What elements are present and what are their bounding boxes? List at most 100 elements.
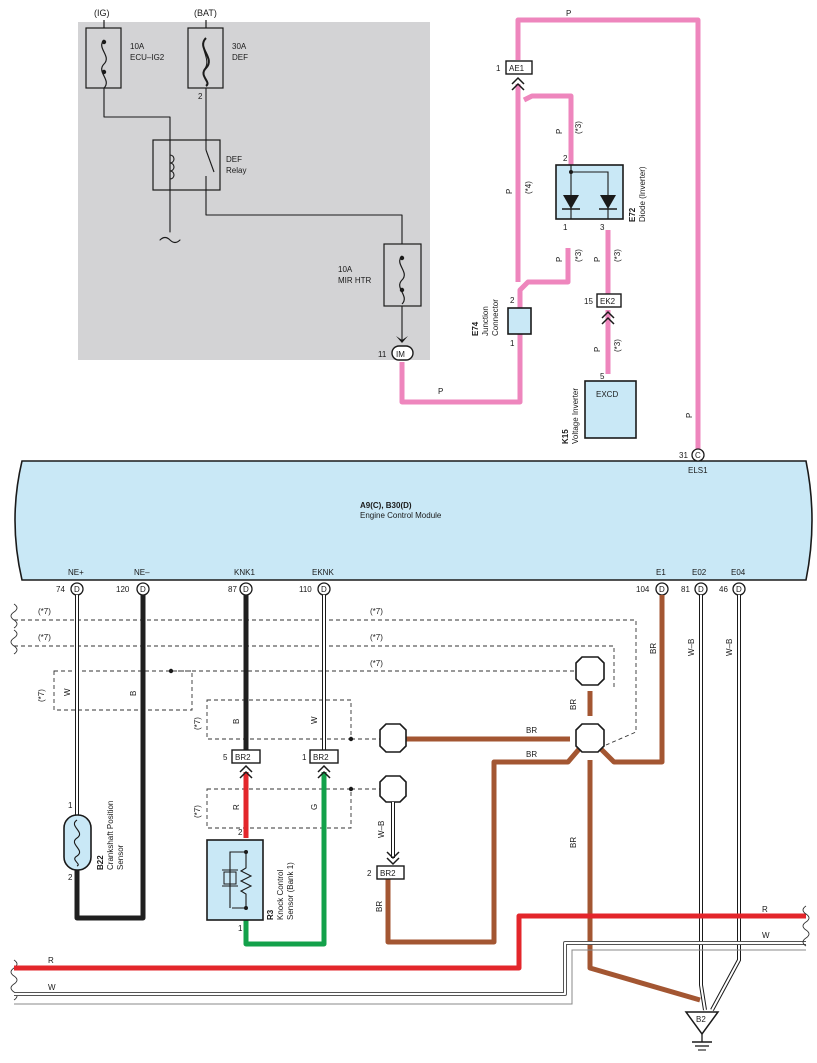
b-label-ne: B bbox=[129, 691, 138, 696]
svg-text:ELS1: ELS1 bbox=[688, 466, 708, 475]
svg-text:2: 2 bbox=[68, 873, 73, 882]
br2-connector-knk: BR2 5 bbox=[223, 749, 261, 779]
svg-text:D: D bbox=[736, 585, 742, 594]
splice-points bbox=[379, 656, 605, 803]
p-label-right: P bbox=[685, 413, 694, 418]
svg-text:81: 81 bbox=[681, 585, 690, 594]
diode-pin-right: 3 bbox=[600, 223, 605, 232]
eknk-wire-green bbox=[243, 772, 327, 947]
note-7-d: (*7) bbox=[370, 633, 383, 642]
svg-text:B22: B22 bbox=[96, 855, 105, 870]
svg-text:BR2: BR2 bbox=[380, 869, 396, 878]
svg-text:E04: E04 bbox=[731, 568, 746, 577]
svg-text:D: D bbox=[698, 585, 704, 594]
im-label: IM bbox=[396, 350, 405, 359]
svg-text:C: C bbox=[695, 451, 701, 460]
ground-b2: B2 bbox=[684, 1011, 720, 1051]
ne-minus-wire bbox=[74, 595, 146, 921]
svg-text:Knock Control: Knock Control bbox=[276, 870, 285, 920]
pink-wires bbox=[399, 17, 701, 450]
diode-name: Diode (Inverter) bbox=[638, 166, 647, 222]
svg-text:R3: R3 bbox=[266, 909, 275, 920]
r-label-left: R bbox=[48, 956, 54, 965]
note-7-e: (*7) bbox=[370, 659, 383, 668]
br-label-e1: BR bbox=[649, 643, 658, 654]
diode-pin-top: 2 bbox=[563, 154, 568, 163]
ecm-subtitle: Engine Control Module bbox=[360, 511, 442, 520]
b-label-knk: B bbox=[232, 719, 241, 724]
note-7-g: (*7) bbox=[193, 717, 202, 730]
br-label-v2: BR bbox=[569, 837, 578, 848]
wb-label-e02: W–B bbox=[687, 639, 696, 656]
diode-pin-left: 1 bbox=[563, 223, 568, 232]
fuse-def-rating: 30A bbox=[232, 42, 247, 51]
svg-text:D: D bbox=[659, 585, 665, 594]
ae1-connector: AE1 1 bbox=[496, 60, 533, 91]
svg-text:D: D bbox=[243, 585, 249, 594]
note-4: (*4) bbox=[524, 181, 533, 194]
def-relay: DEF Relay bbox=[152, 139, 246, 191]
ek2-label: EK2 bbox=[600, 297, 616, 306]
svg-text:5: 5 bbox=[223, 753, 228, 762]
note-3-ek2: (*3) bbox=[613, 339, 622, 352]
engine-control-module: A9(C), B30(D) Engine Control Module bbox=[14, 460, 813, 581]
ig-label: (IG) bbox=[94, 8, 110, 18]
ground-tilde bbox=[159, 236, 181, 244]
white-bus-lower bbox=[14, 949, 806, 1005]
svg-text:110: 110 bbox=[299, 585, 312, 594]
svg-text:Crankshaft Position: Crankshaft Position bbox=[106, 801, 115, 870]
ae1-pin: 1 bbox=[496, 64, 501, 73]
r-label-right: R bbox=[762, 905, 768, 914]
knock-sensor-r3: 2 1 R3 Knock Control Sensor (Bank 1) bbox=[206, 828, 295, 933]
g-label-eknk: G bbox=[310, 804, 319, 810]
svg-text:74: 74 bbox=[56, 585, 65, 594]
fuse-mir-name: MIR HTR bbox=[338, 276, 372, 285]
ae1-label: AE1 bbox=[509, 64, 525, 73]
crankshaft-sensor-b22: 1 2 B22 Crankshaft Position Sensor bbox=[63, 801, 125, 882]
p-label-ek2: P bbox=[593, 347, 602, 352]
svg-text:46: 46 bbox=[719, 585, 728, 594]
fuse-ecu-ig2-rating: 10A bbox=[130, 42, 145, 51]
fuse-ecu-ig2-name: ECU–IG2 bbox=[130, 53, 165, 62]
p-label-d1: P bbox=[555, 129, 564, 134]
note-7-h: (*7) bbox=[193, 805, 202, 818]
relay-label-2: Relay bbox=[226, 166, 246, 175]
w-label-eknk: W bbox=[310, 716, 319, 724]
svg-text:BR2: BR2 bbox=[313, 753, 329, 762]
w-label-left: W bbox=[48, 983, 56, 992]
ek2-pin: 15 bbox=[584, 297, 593, 306]
inverter-pin: 5 bbox=[600, 372, 605, 381]
ecm-pin-els1: C 31 ELS1 bbox=[679, 448, 708, 475]
svg-text:2: 2 bbox=[238, 828, 243, 837]
svg-text:D: D bbox=[140, 585, 146, 594]
p-label-j: P bbox=[505, 189, 514, 194]
svg-text:E02: E02 bbox=[692, 568, 707, 577]
diode-code: E72 bbox=[628, 207, 637, 222]
ek2-connector: EK2 15 bbox=[584, 293, 622, 325]
note-3-d3: (*3) bbox=[613, 249, 622, 262]
svg-text:Sensor: Sensor bbox=[116, 844, 125, 870]
svg-text:B2: B2 bbox=[696, 1015, 706, 1024]
svg-text:120: 120 bbox=[116, 585, 130, 594]
svg-text:87: 87 bbox=[228, 585, 237, 594]
junction-e74: 2 1 E74 Junction Connector bbox=[471, 296, 532, 348]
br-label-v1: BR bbox=[569, 699, 578, 710]
inverter-terminal: EXCD bbox=[596, 390, 618, 399]
p-label-d3: P bbox=[593, 257, 602, 262]
relay-panel bbox=[78, 22, 430, 360]
svg-text:KNK1: KNK1 bbox=[234, 568, 255, 577]
r-label-knk: R bbox=[232, 804, 241, 810]
note-7-a: (*7) bbox=[38, 607, 51, 616]
note-3-d1: (*3) bbox=[574, 121, 583, 134]
svg-text:104: 104 bbox=[636, 585, 650, 594]
svg-text:D: D bbox=[321, 585, 327, 594]
note-7-f: (*7) bbox=[37, 689, 46, 702]
inverter-name: Voltage Inverter bbox=[571, 388, 580, 444]
svg-text:31: 31 bbox=[679, 451, 688, 460]
svg-text:1: 1 bbox=[68, 801, 73, 810]
diode-e72: 2 1 3 E72 Diode (Inverter) bbox=[555, 154, 647, 232]
p-label-top: P bbox=[566, 9, 571, 18]
w-label-right: W bbox=[762, 931, 770, 940]
svg-text:Sensor (Bank 1): Sensor (Bank 1) bbox=[286, 862, 295, 920]
junction-name-1: Junction bbox=[481, 306, 490, 336]
